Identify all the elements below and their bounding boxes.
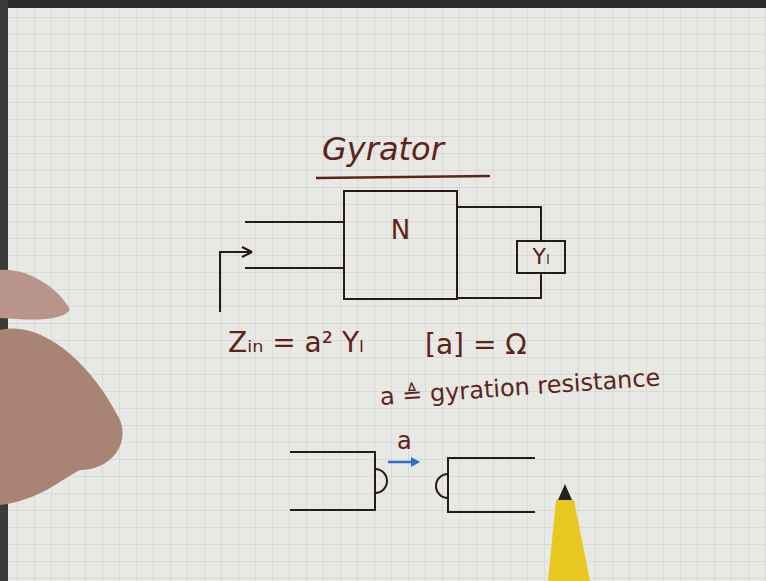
title-underline: [316, 176, 490, 178]
input-impedance-formula: Zᵢₙ = a² Yₗ: [228, 328, 364, 359]
node-text: Yₗ: [532, 245, 549, 269]
gyrator-half-circle: [436, 474, 448, 498]
unit-note: [a] = Ω: [425, 330, 527, 361]
two-port-box: N: [343, 190, 458, 300]
gyrator-port: [448, 458, 535, 512]
gyrator-half-circle: [375, 469, 387, 493]
top-edge: [0, 0, 766, 8]
input-arrow: [220, 252, 252, 312]
port-wires: [458, 207, 541, 298]
input-wire: [245, 221, 343, 223]
definition-note: a ≜ gyration resistance: [379, 364, 661, 410]
arrow-head: [242, 247, 252, 257]
diagram-title: Gyrator: [322, 132, 444, 167]
finger: [0, 270, 70, 320]
gyration-symbol: a: [397, 428, 412, 454]
wire: [458, 274, 541, 298]
input-wire: [245, 267, 343, 269]
marker-tip: [558, 484, 572, 500]
wire: [458, 207, 541, 240]
node-text: N: [391, 216, 410, 245]
load-box: Yₗ: [516, 240, 566, 274]
marker-pen: [548, 500, 590, 581]
arrow-head: [411, 457, 420, 467]
gyrator-port: [290, 452, 375, 510]
hand: [0, 328, 123, 505]
